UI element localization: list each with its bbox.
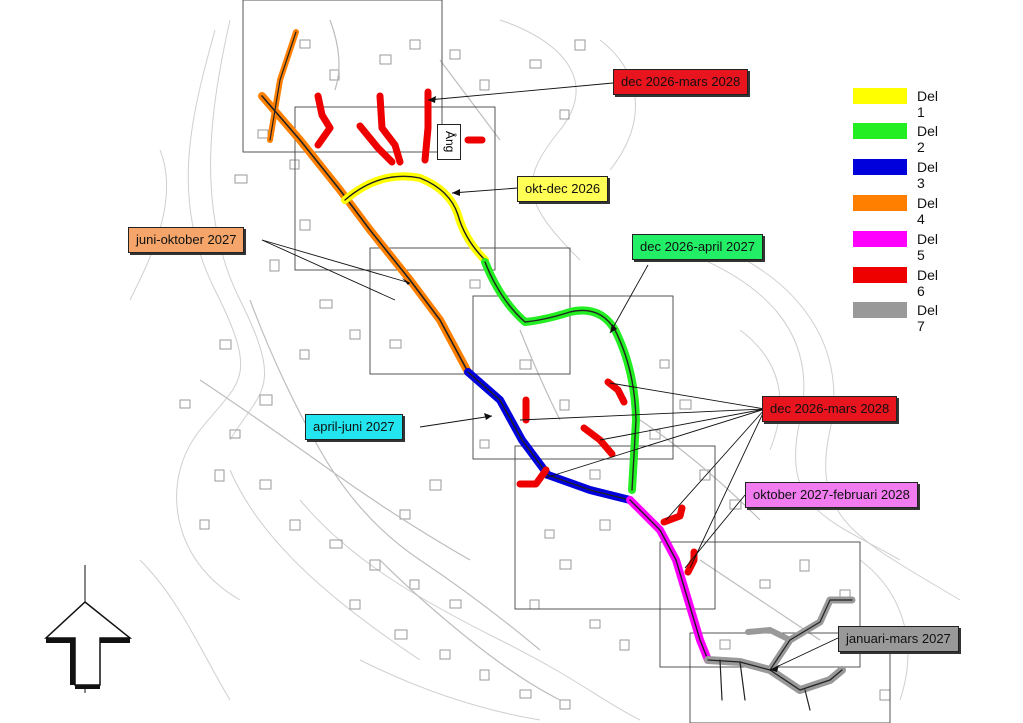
arrowheads xyxy=(402,96,779,672)
legend-swatch xyxy=(853,195,907,211)
legend-label: Del 4 xyxy=(917,195,939,227)
legend-label: Del 3 xyxy=(917,159,939,191)
callout-del1: okt-dec 2026 xyxy=(517,176,609,202)
route-del-2 xyxy=(481,258,640,494)
legend-label: Del 1 xyxy=(917,88,939,120)
callout-del4: juni-oktober 2027 xyxy=(128,227,245,253)
callout-del7: januari-mars 2027 xyxy=(838,626,959,652)
callout-del6-mid: dec 2026-mars 2028 xyxy=(762,396,898,422)
route-del-5 xyxy=(626,496,712,664)
route-del-1 xyxy=(341,172,489,264)
legend-swatch xyxy=(853,231,907,247)
callout-del5: oktober 2027-februari 2028 xyxy=(745,482,918,508)
legend-swatch xyxy=(853,88,907,104)
route-del-3 xyxy=(464,368,634,504)
callout-del2: dec 2026-april 2027 xyxy=(632,234,763,260)
sheet-frames xyxy=(242,0,891,723)
local-roads xyxy=(199,19,821,701)
legend-label: Del 5 xyxy=(917,231,939,263)
terrain-contours xyxy=(129,19,961,721)
legend-label: Del 7 xyxy=(917,302,939,334)
legend-swatch xyxy=(853,159,907,175)
street-label: Ång xyxy=(437,124,461,160)
callout-del6-top: dec 2026-mars 2028 xyxy=(613,69,749,95)
route-del-4 xyxy=(258,29,472,376)
callout-del3: april-juni 2027 xyxy=(305,414,403,440)
legend-swatch xyxy=(853,267,907,283)
north-arrow-icon xyxy=(44,565,133,693)
legend-swatch xyxy=(853,123,907,139)
legend-swatch xyxy=(853,302,907,318)
route-del-7 xyxy=(704,596,856,711)
legend-label: Del 2 xyxy=(917,123,939,155)
legend-label: Del 6 xyxy=(917,267,939,299)
callout-leaders xyxy=(261,82,839,671)
route-del-6 xyxy=(314,88,698,576)
